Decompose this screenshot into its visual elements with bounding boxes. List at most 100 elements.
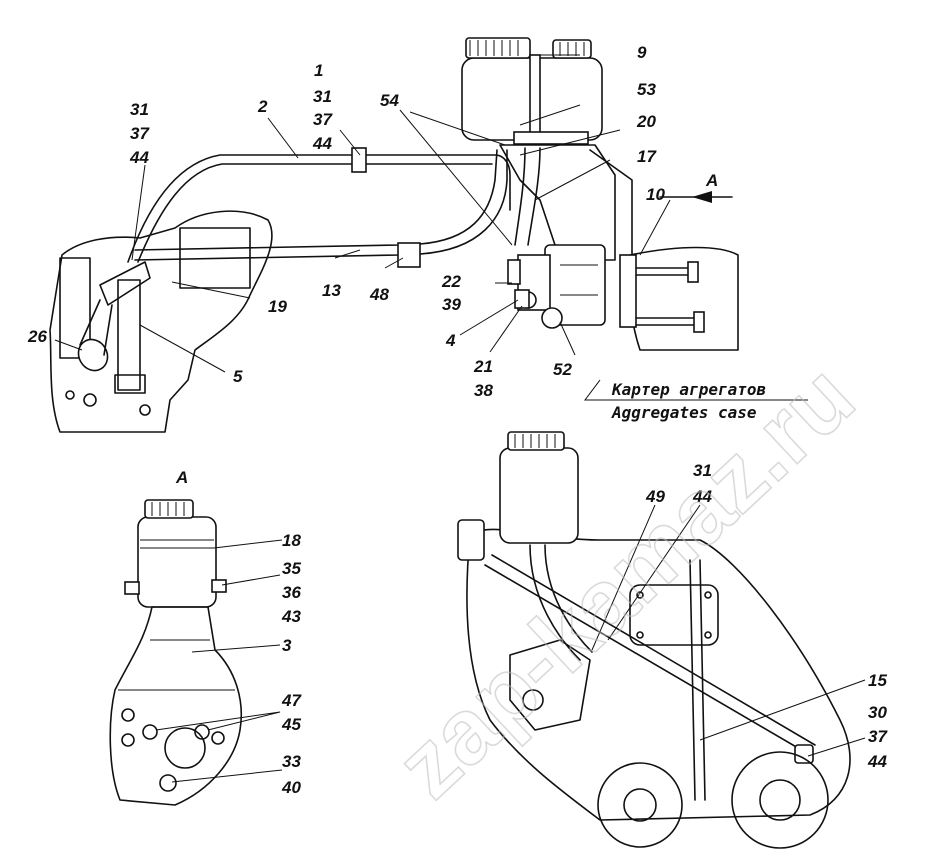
callout-53: 53 <box>637 80 656 99</box>
view-a-reservoir <box>137 516 217 608</box>
right-view-cover-bolt <box>636 631 644 639</box>
callout-44: 44 <box>312 134 332 153</box>
right-view-pump <box>509 639 591 731</box>
callout-30: 30 <box>868 703 887 722</box>
callout-43: 43 <box>281 607 301 626</box>
callout-10: 10 <box>646 185 665 204</box>
callout-48: 48 <box>369 285 389 304</box>
callout-3: 3 <box>282 636 292 655</box>
right-view-pulley <box>597 762 683 848</box>
view-a-title: A <box>175 468 188 487</box>
hose-sleeve-48 <box>397 242 421 268</box>
view-a-strap <box>124 581 140 595</box>
bracket-upright <box>117 279 141 391</box>
callout-5: 5 <box>233 367 243 386</box>
stud-bolt <box>635 267 701 326</box>
hose-17 <box>514 147 541 246</box>
bolt-head <box>139 404 151 416</box>
callout-49: 49 <box>645 487 665 506</box>
case-label-en: Aggregates case <box>611 403 757 422</box>
view-a-pump-face <box>164 727 206 769</box>
callout-4: 4 <box>445 331 456 350</box>
right-view-reservoir <box>499 447 579 544</box>
engine-flange <box>59 257 91 359</box>
callout-38: 38 <box>474 381 493 400</box>
callout-31: 31 <box>313 87 332 106</box>
callout-31: 31 <box>130 100 149 119</box>
leader-line <box>591 504 866 757</box>
callout-21: 21 <box>473 357 493 376</box>
view-a-bracket <box>109 606 243 806</box>
callout-17: 17 <box>637 147 657 166</box>
callout-22: 22 <box>441 272 461 291</box>
right-view-housing <box>466 528 851 821</box>
callout-13: 13 <box>322 281 341 300</box>
bracket-rod <box>589 149 633 256</box>
view-a: A <box>109 468 283 806</box>
right-view <box>457 431 866 849</box>
view-a-arrowhead <box>692 191 712 203</box>
view-a-bolt <box>121 708 135 722</box>
pipe-2-inner <box>137 163 493 263</box>
callout-31: 31 <box>693 461 712 480</box>
callout-26: 26 <box>27 327 47 346</box>
view-a-bolt <box>159 774 177 792</box>
case-label-ru: Картер агрегатов <box>611 380 766 399</box>
bracket-plate <box>114 374 146 394</box>
right-view-hose <box>529 544 593 661</box>
view-a-bolt <box>194 724 210 740</box>
callout-9: 9 <box>637 43 647 62</box>
right-view-pulley <box>623 788 657 822</box>
callout-40: 40 <box>281 778 301 797</box>
right-view-pump-nut <box>522 689 544 711</box>
callout-1: 1 <box>314 61 323 80</box>
reservoir-bracket <box>499 144 616 261</box>
mounting-strap <box>529 54 541 136</box>
right-view-cover-bolt <box>636 591 644 599</box>
callout-37: 37 <box>130 124 150 143</box>
pipe-13 <box>134 149 498 251</box>
callout-47: 47 <box>281 691 302 710</box>
callout-52: 52 <box>553 360 572 379</box>
view-a-cap <box>144 499 194 519</box>
callout-44: 44 <box>129 148 149 167</box>
case-flange <box>628 246 739 351</box>
right-view-end-fitting <box>794 744 814 764</box>
pipe-clamp <box>351 147 367 173</box>
callout-2: 2 <box>257 97 268 116</box>
right-view-rod <box>689 559 706 801</box>
callout-15: 15 <box>868 671 887 690</box>
right-view-cap <box>507 431 565 451</box>
pipe-2 <box>127 154 511 263</box>
callout-labels: 1 31 37 44 31 37 44 2 54 9 53 20 17 10 A… <box>27 43 888 797</box>
callout-19: 19 <box>268 297 287 316</box>
right-view-pulley <box>731 751 829 849</box>
right-view-pulley <box>759 779 801 821</box>
callout-37: 37 <box>868 727 888 746</box>
view-a-bolt <box>121 733 135 747</box>
right-view-cover <box>629 584 719 646</box>
filter-cap <box>77 261 151 372</box>
bolt-head <box>83 393 97 407</box>
stud-nut <box>693 311 705 333</box>
callout-33: 33 <box>282 752 301 771</box>
right-view-cover-bolt <box>704 591 712 599</box>
bolt-head <box>65 390 75 400</box>
callout-44: 44 <box>867 752 887 771</box>
callout-45: 45 <box>281 715 301 734</box>
callout-37: 37 <box>313 110 333 129</box>
callout-18: 18 <box>282 531 301 550</box>
callout-39: 39 <box>442 295 461 314</box>
right-view-cover-bolt <box>704 631 712 639</box>
reservoir <box>461 37 603 145</box>
flange-plate <box>619 254 637 328</box>
stud-nut <box>687 261 699 283</box>
callout-44: 44 <box>692 487 712 506</box>
right-view-strut <box>457 519 485 561</box>
view-a-bolt <box>211 731 225 745</box>
leader-line <box>54 54 671 373</box>
view-a-strap <box>211 579 227 593</box>
callout-36: 36 <box>282 583 301 602</box>
top-assembly-view: Картер агрегатов Aggregates case <box>49 37 808 433</box>
